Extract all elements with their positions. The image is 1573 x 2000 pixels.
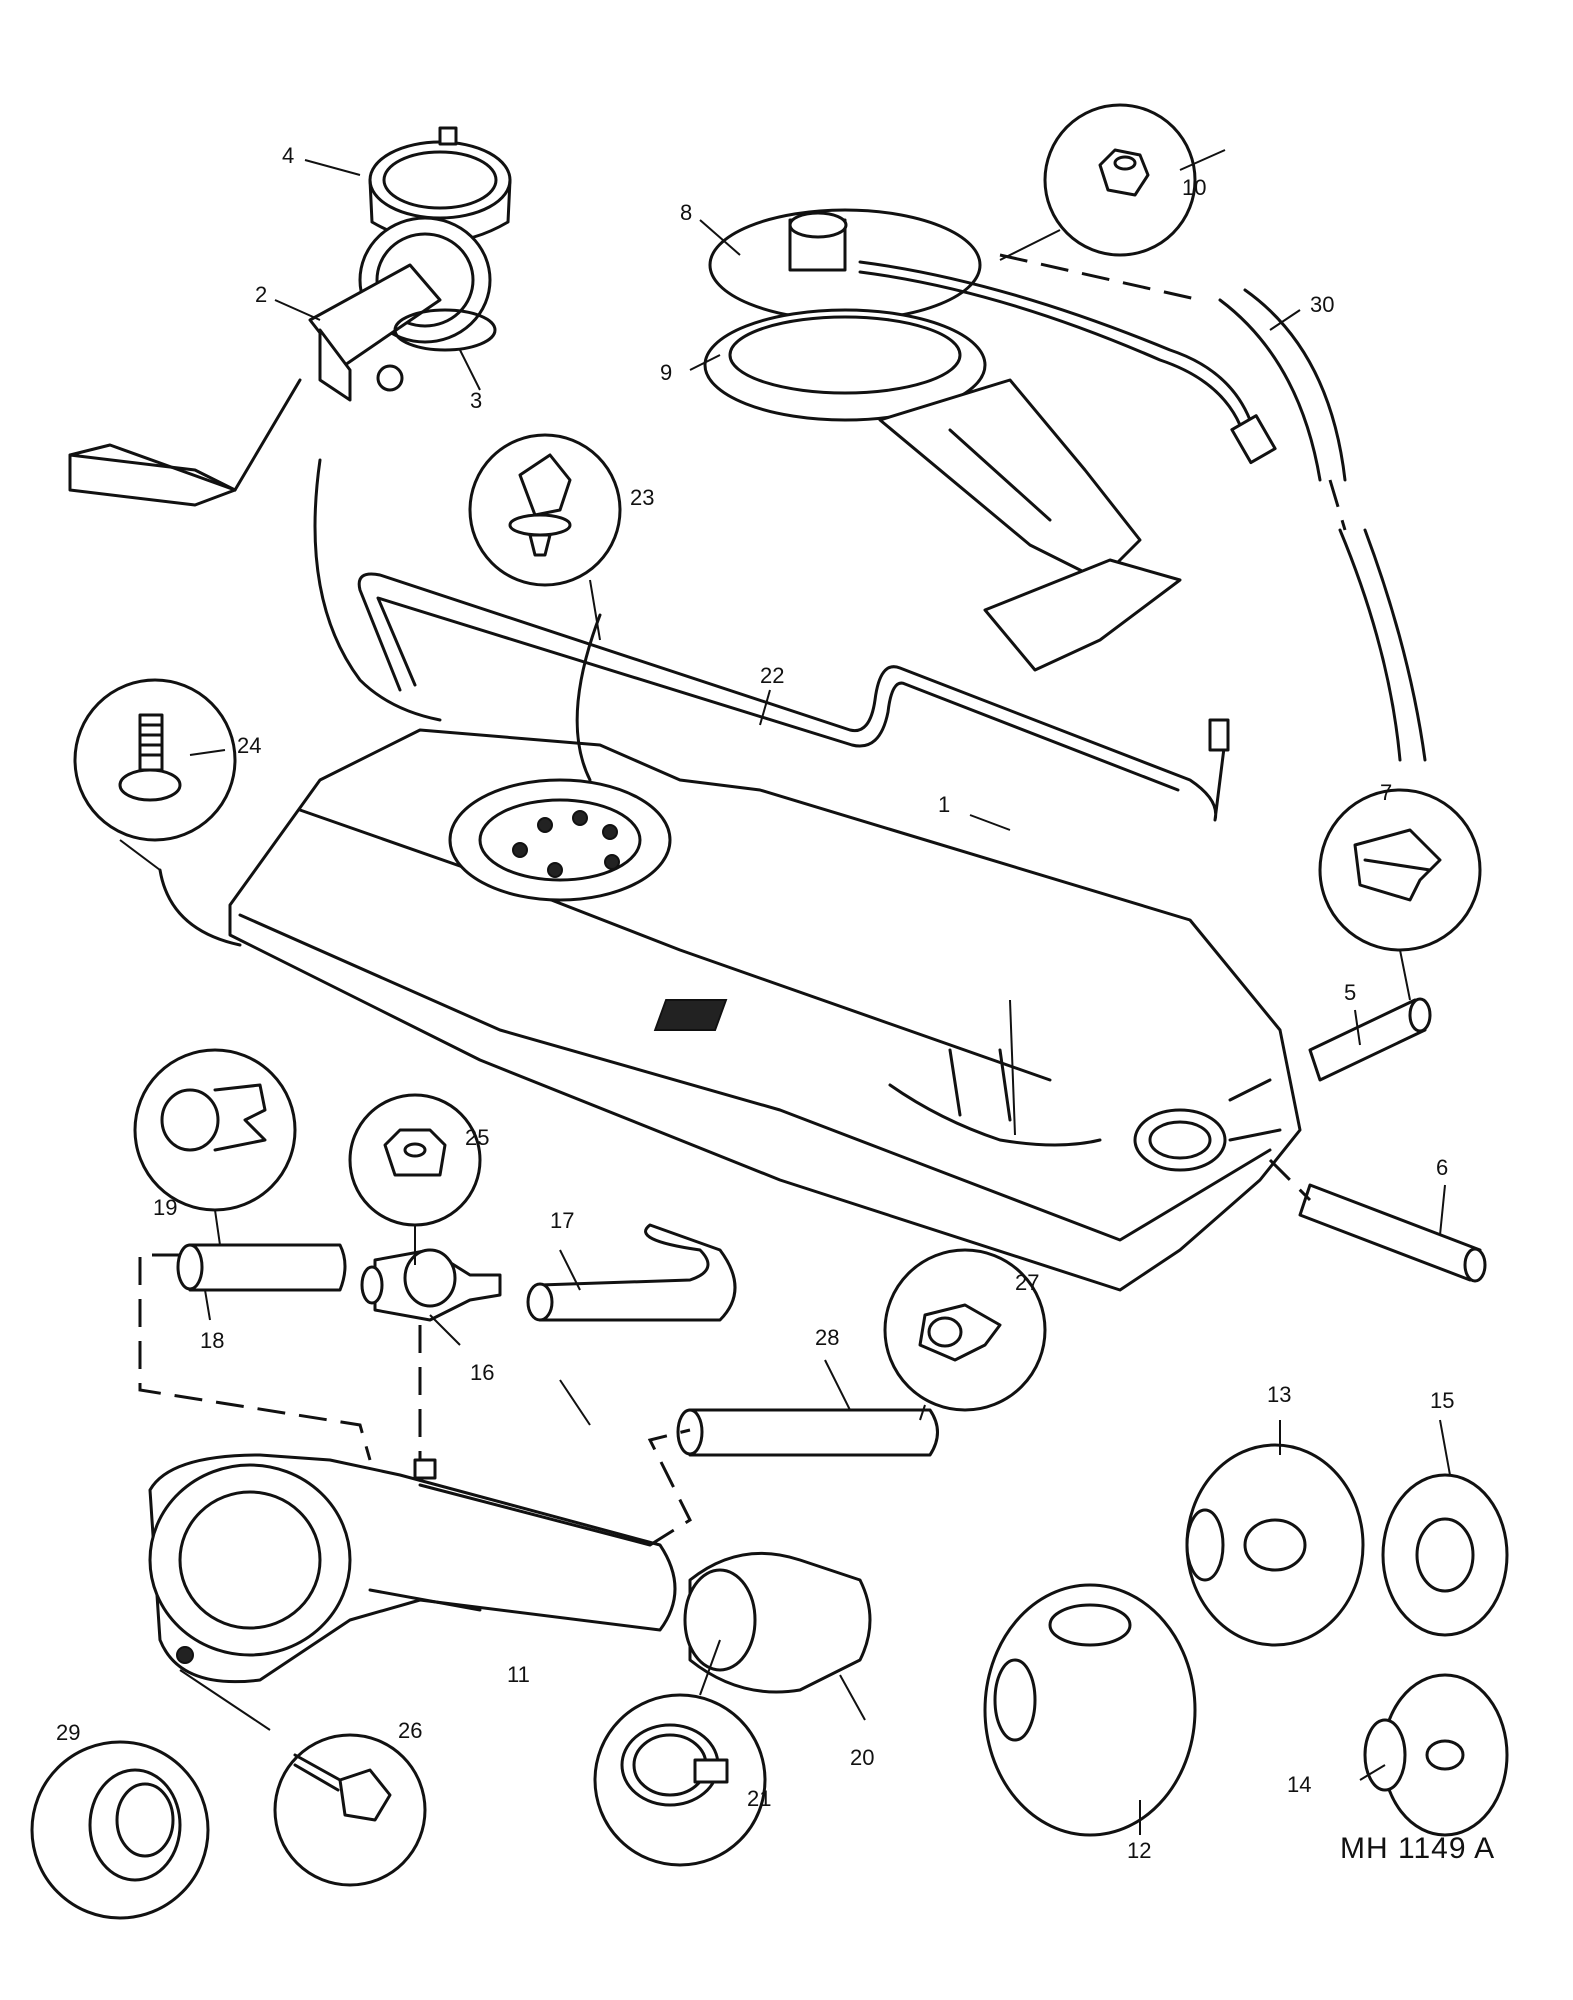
label-24: 24 bbox=[237, 733, 261, 758]
label-30: 30 bbox=[1310, 292, 1334, 317]
label-28: 28 bbox=[815, 1325, 839, 1350]
part-3-seal bbox=[393, 308, 497, 352]
label-2: 2 bbox=[255, 282, 267, 307]
label-26: 26 bbox=[398, 1718, 422, 1743]
part-14-filler-cap bbox=[1363, 1673, 1509, 1837]
label-8: 8 bbox=[680, 200, 692, 225]
part-9-seal bbox=[703, 308, 987, 422]
leader-lines bbox=[189, 149, 1451, 1835]
callout-25-nut bbox=[348, 1093, 482, 1265]
part-8-pump-plate bbox=[708, 208, 1277, 465]
label-18: 18 bbox=[200, 1328, 224, 1353]
part-15-filler-cap bbox=[1381, 1473, 1509, 1637]
label-13: 13 bbox=[1267, 1382, 1291, 1407]
label-19: 19 bbox=[153, 1195, 177, 1220]
label-21: 21 bbox=[747, 1786, 771, 1811]
callout-26-bolt bbox=[179, 1669, 427, 1887]
part-20-grommet bbox=[683, 1551, 872, 1694]
callout-21-hose-clamp bbox=[593, 1639, 767, 1867]
label-20: 20 bbox=[850, 1745, 874, 1770]
part-1-fuel-tank bbox=[158, 458, 1302, 1292]
part-2-sender-unit bbox=[68, 216, 492, 507]
label-16: 16 bbox=[470, 1360, 494, 1385]
label-17: 17 bbox=[550, 1208, 574, 1233]
label-29: 29 bbox=[56, 1720, 80, 1745]
label-22: 22 bbox=[760, 663, 784, 688]
label-6: 6 bbox=[1436, 1155, 1448, 1180]
part-17-hose bbox=[526, 1223, 737, 1322]
label-1: 1 bbox=[938, 792, 950, 817]
callout-29-grommet bbox=[30, 1740, 210, 1920]
label-27: 27 bbox=[1015, 1270, 1039, 1295]
label-3: 3 bbox=[470, 388, 482, 413]
part-5-hose bbox=[1308, 997, 1432, 1082]
part-22-fuel-pipe bbox=[357, 572, 1230, 822]
part-30-vent-hose bbox=[999, 253, 1427, 762]
label-4: 4 bbox=[282, 143, 294, 168]
callout-19-clip bbox=[133, 1048, 297, 1246]
tank-pump-mount-bolts bbox=[512, 810, 620, 878]
callout-27-clip bbox=[883, 1248, 1047, 1421]
part-11-filler-neck bbox=[148, 1428, 692, 1684]
label-14: 14 bbox=[1287, 1772, 1311, 1797]
part-4-locking-ring bbox=[368, 126, 512, 244]
label-25: 25 bbox=[465, 1125, 489, 1150]
assembly-dashed-lines bbox=[138, 1253, 422, 1461]
label-7: 7 bbox=[1380, 780, 1392, 805]
label-11: 11 bbox=[507, 1662, 530, 1687]
label-5: 5 bbox=[1344, 980, 1356, 1005]
callout-24-bolt bbox=[73, 678, 237, 871]
part-12-filler-cap bbox=[983, 1583, 1197, 1837]
label-15: 15 bbox=[1430, 1388, 1454, 1413]
callout-7-clip bbox=[1318, 788, 1482, 1001]
part-18-hose bbox=[176, 1243, 347, 1292]
part-13-filler-cap bbox=[1185, 1443, 1365, 1647]
label-9: 9 bbox=[660, 360, 672, 385]
label-12: 12 bbox=[1127, 1838, 1151, 1863]
diagram-reference-code: MH 1149 A bbox=[1340, 1832, 1495, 1865]
part-28-hose bbox=[676, 1408, 939, 1457]
part-6-hose bbox=[1268, 1158, 1487, 1283]
fuel-pump-body bbox=[878, 378, 1182, 672]
part-16-valve bbox=[360, 1248, 502, 1322]
label-10: 10 bbox=[1182, 175, 1206, 200]
callout-10-nut bbox=[999, 103, 1197, 261]
label-23: 23 bbox=[630, 485, 654, 510]
callout-23-clip bbox=[468, 433, 622, 641]
part-labels: 1 2 3 4 5 6 7 8 9 10 11 12 13 14 15 16 1… bbox=[56, 143, 1454, 1863]
